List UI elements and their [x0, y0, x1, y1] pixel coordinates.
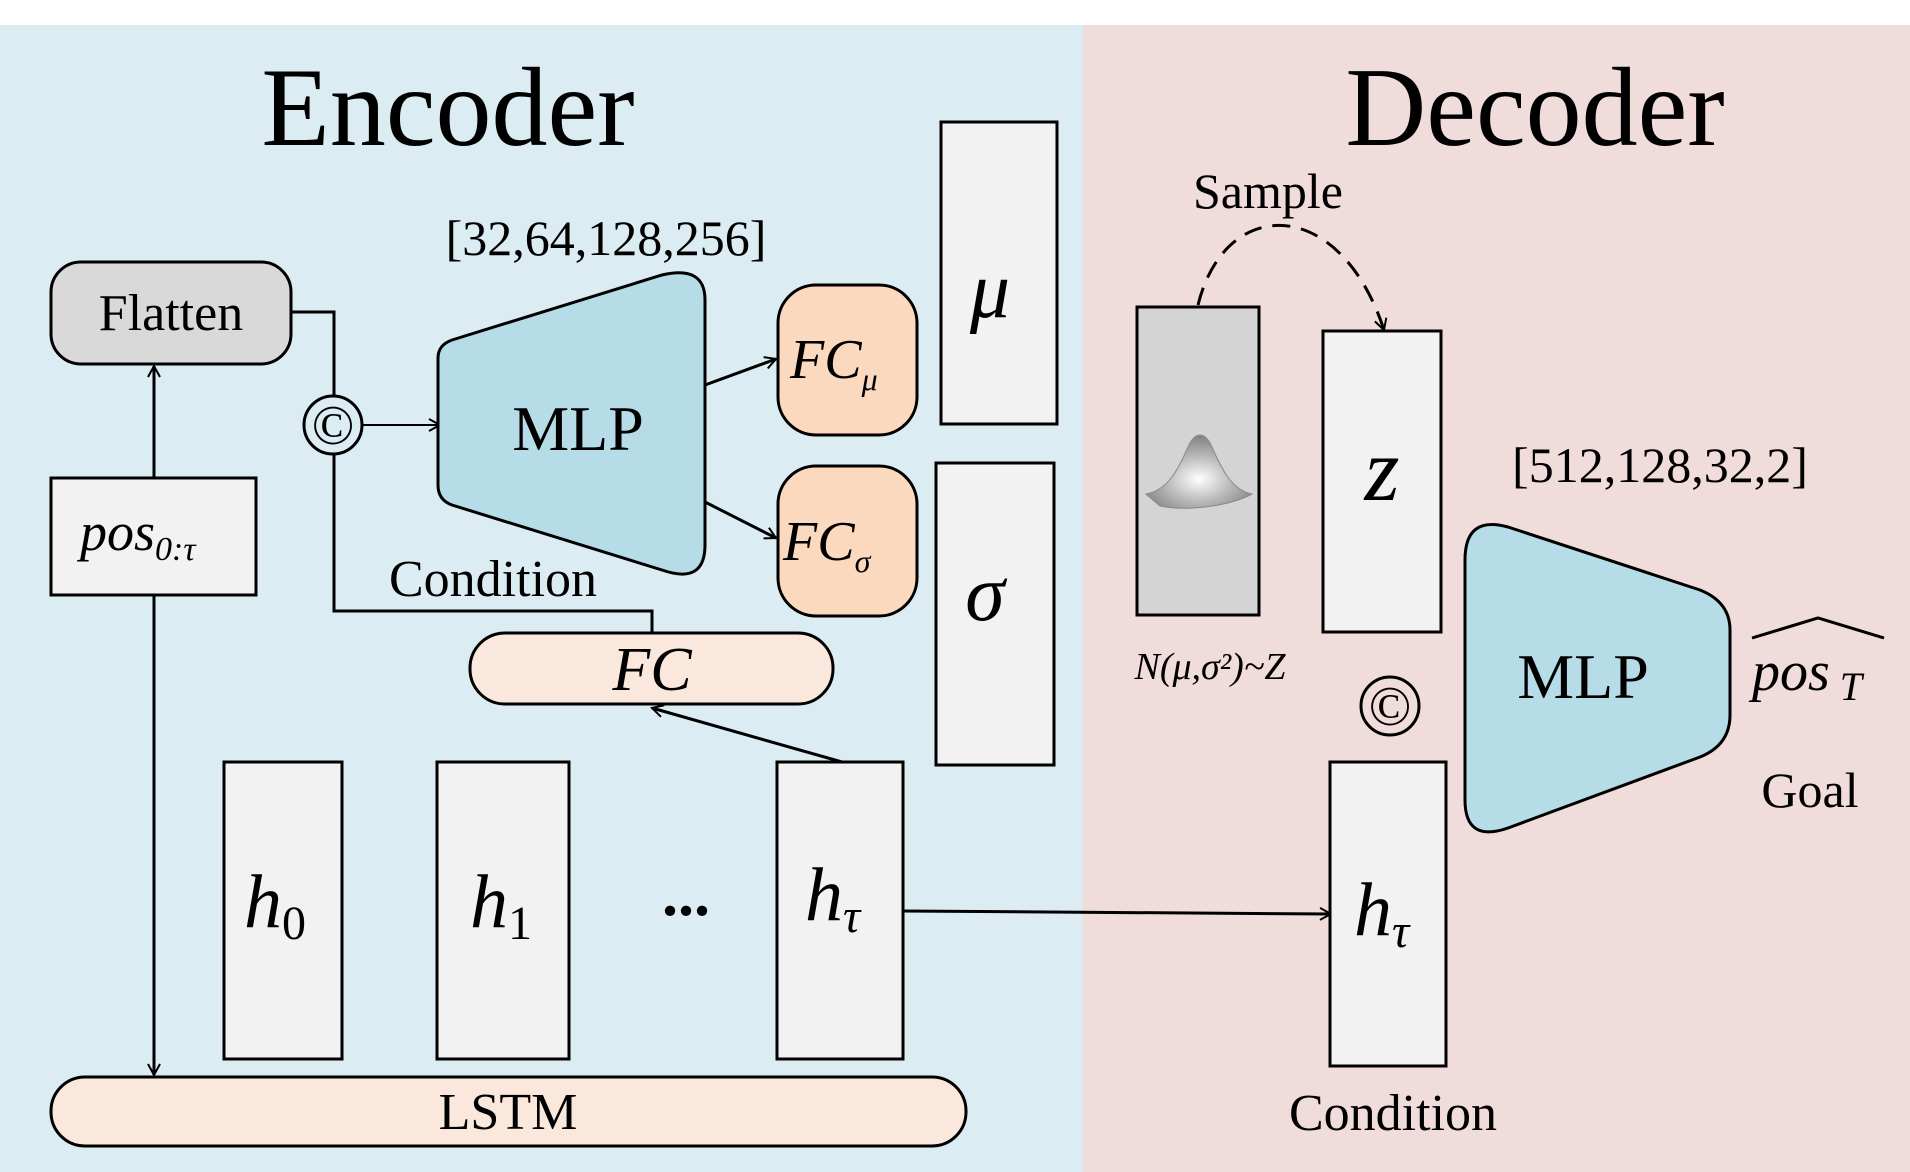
encoder-mlp-label: MLP [512, 393, 644, 464]
arrow-htau-to-fc [652, 708, 843, 764]
encoder-concat-symbol: © [312, 395, 355, 457]
gaussian-surface-icon [1144, 434, 1254, 509]
hidden-state-htau [775, 760, 905, 1061]
hidden-state-h0-label: h0 [244, 860, 306, 950]
hidden-state-h1 [435, 760, 571, 1061]
fc-mu-label: FCμ [789, 329, 878, 397]
decoder-title: Decoder [1345, 46, 1724, 170]
sigma-vector [934, 461, 1056, 767]
hidden-ellipsis: ... [662, 858, 710, 929]
encoder-mlp-block [436, 271, 707, 576]
goal-label: Goal [1761, 762, 1858, 818]
encoder-title: Encoder [261, 46, 634, 170]
decoder-concat-symbol: © [1369, 676, 1412, 738]
z-vector [1321, 329, 1443, 634]
line-condition-to-concat [332, 454, 654, 632]
fc-bar [468, 631, 835, 706]
pos-input-box [49, 476, 258, 597]
flatten-label: Flatten [99, 285, 243, 342]
pos-input-label: pos0:τ [76, 502, 197, 568]
sigma-label: σ [965, 550, 1007, 638]
hidden-state-h0 [222, 760, 344, 1061]
fc-bar-label: FC [611, 636, 692, 704]
arrow-mlp-to-fc-sigma [704, 500, 776, 538]
decoder-mlp-block [1463, 522, 1732, 834]
decoder-htau-vector [1328, 760, 1448, 1068]
fc-sigma-label: FCσ [782, 511, 872, 579]
encoder-condition-label: Condition [389, 551, 597, 608]
decoder-mlp-dims: [512,128,32,2] [1512, 437, 1808, 493]
distribution-label: N(μ,σ²)~Z [1133, 646, 1286, 688]
mu-vector [939, 120, 1059, 426]
sample-arrow [1196, 224, 1384, 330]
mu-label: μ [969, 247, 1010, 335]
encoder-mlp-dims: [32,64,128,256] [446, 210, 767, 266]
fc-sigma-box [776, 464, 919, 618]
z-label: z [1362, 421, 1399, 520]
arrow-htau-to-decoder [902, 911, 1331, 914]
decoder-htau-label: hτ [1354, 868, 1411, 958]
decoder-condition-label: Condition [1289, 1085, 1497, 1142]
hidden-state-htau-label: hτ [805, 853, 862, 943]
decoder-concat-circle [1359, 675, 1421, 737]
hidden-state-h1-label: h1 [470, 860, 532, 950]
output-hat [1751, 616, 1885, 640]
sample-label: Sample [1193, 163, 1343, 219]
arrow-mlp-to-fc-mu [704, 359, 776, 387]
lstm-bar [49, 1075, 968, 1148]
line-flatten-to-concat [291, 310, 336, 396]
lstm-label: LSTM [439, 1084, 578, 1141]
decoder-mlp-label: MLP [1517, 641, 1649, 712]
fc-mu-box [776, 283, 919, 437]
